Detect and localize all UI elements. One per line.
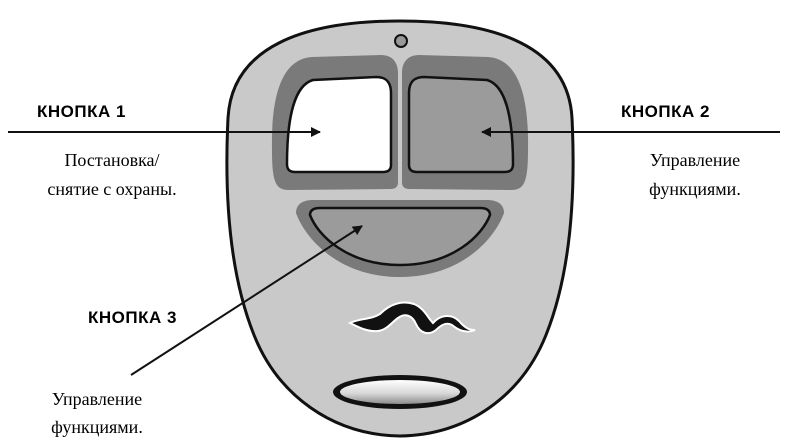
led-indicator-icon (395, 35, 407, 47)
button-1-caption-line-2: снятие с охраны. (47, 179, 176, 199)
button-2-caption-line-2: функциями. (649, 179, 741, 199)
button-1-heading: КНОПКА 1 (37, 102, 126, 121)
button-3-heading: КНОПКА 3 (88, 308, 177, 327)
button-1[interactable] (287, 77, 391, 172)
button-1-caption-line-1: Постановка/ (64, 150, 159, 170)
button-2-caption-line-1: Управление (650, 150, 740, 170)
button-3-caption-line-1: Управление (52, 389, 142, 409)
key-ring-slot-inner (340, 380, 460, 404)
button-2[interactable] (409, 77, 513, 172)
button-3-caption-line-2: функциями. (51, 417, 143, 437)
button-2-heading: КНОПКА 2 (621, 102, 710, 121)
